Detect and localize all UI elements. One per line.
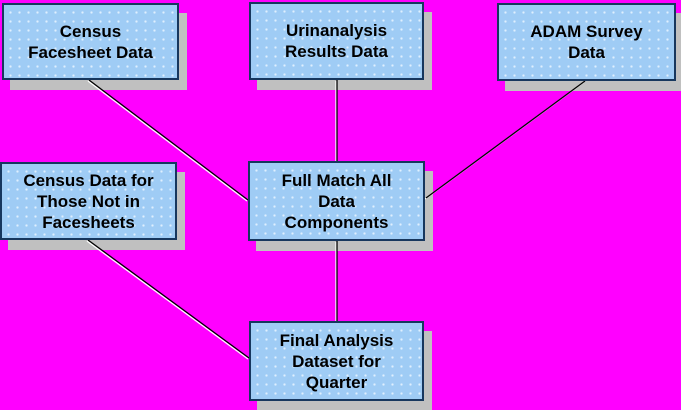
node-label-line: Facesheet Data: [28, 42, 153, 62]
node-label-line: Data: [568, 43, 605, 62]
node-label-line: Those Not in: [37, 191, 140, 211]
node-label-line: Data: [318, 191, 355, 211]
node-label-line: Facesheets: [42, 212, 135, 232]
node-label-line: ADAM Survey: [530, 22, 643, 41]
node-label-line: Components: [284, 212, 389, 232]
node-label-line: Census: [59, 21, 122, 41]
node-label-line: Urinanalysis: [285, 21, 388, 40]
node-label-line: Quarter: [305, 372, 368, 392]
node-label-line: Results Data: [285, 42, 388, 61]
connector-census-facesheet-to-full-match: [88, 79, 249, 201]
node-label-line: Final Analysis: [279, 330, 394, 350]
connector-adam-survey-to-full-match: [425, 80, 586, 199]
node-label-line: Full Match All: [281, 170, 392, 190]
connector-census-not-facesheets-to-final: [87, 239, 250, 359]
node-label-line: Census Data for: [23, 170, 154, 190]
node-label-line: Dataset for: [292, 351, 381, 371]
connector-highlight-census-facesheet-to-full-match: [87, 80, 248, 202]
connector-highlight-census-not-facesheets-to-final: [86, 240, 249, 360]
